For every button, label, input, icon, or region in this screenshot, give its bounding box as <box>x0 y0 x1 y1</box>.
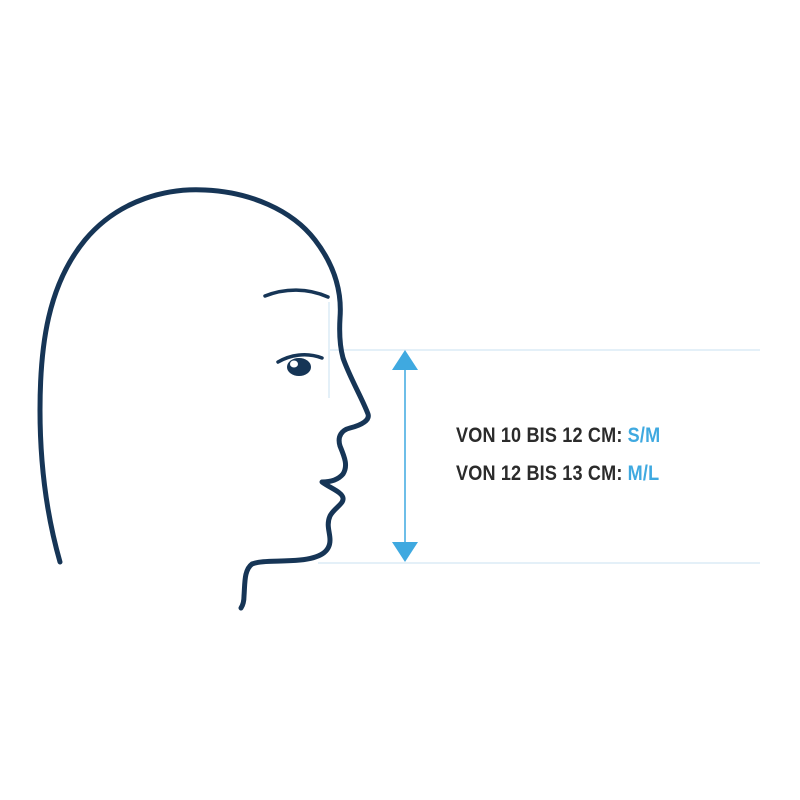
arrow-down-icon <box>392 542 418 562</box>
arrow-up-icon <box>392 350 418 370</box>
size-range-label: VON 12 BIS 13 CM: <box>456 462 623 485</box>
size-row: VON 12 BIS 13 CM:M/L <box>456 462 659 486</box>
size-value: S/M <box>627 424 661 447</box>
size-value: M/L <box>627 462 660 485</box>
size-row: VON 10 BIS 12 CM:S/M <box>456 424 660 448</box>
size-range-label: VON 10 BIS 12 CM: <box>456 424 623 447</box>
head-profile-icon <box>37 187 371 611</box>
